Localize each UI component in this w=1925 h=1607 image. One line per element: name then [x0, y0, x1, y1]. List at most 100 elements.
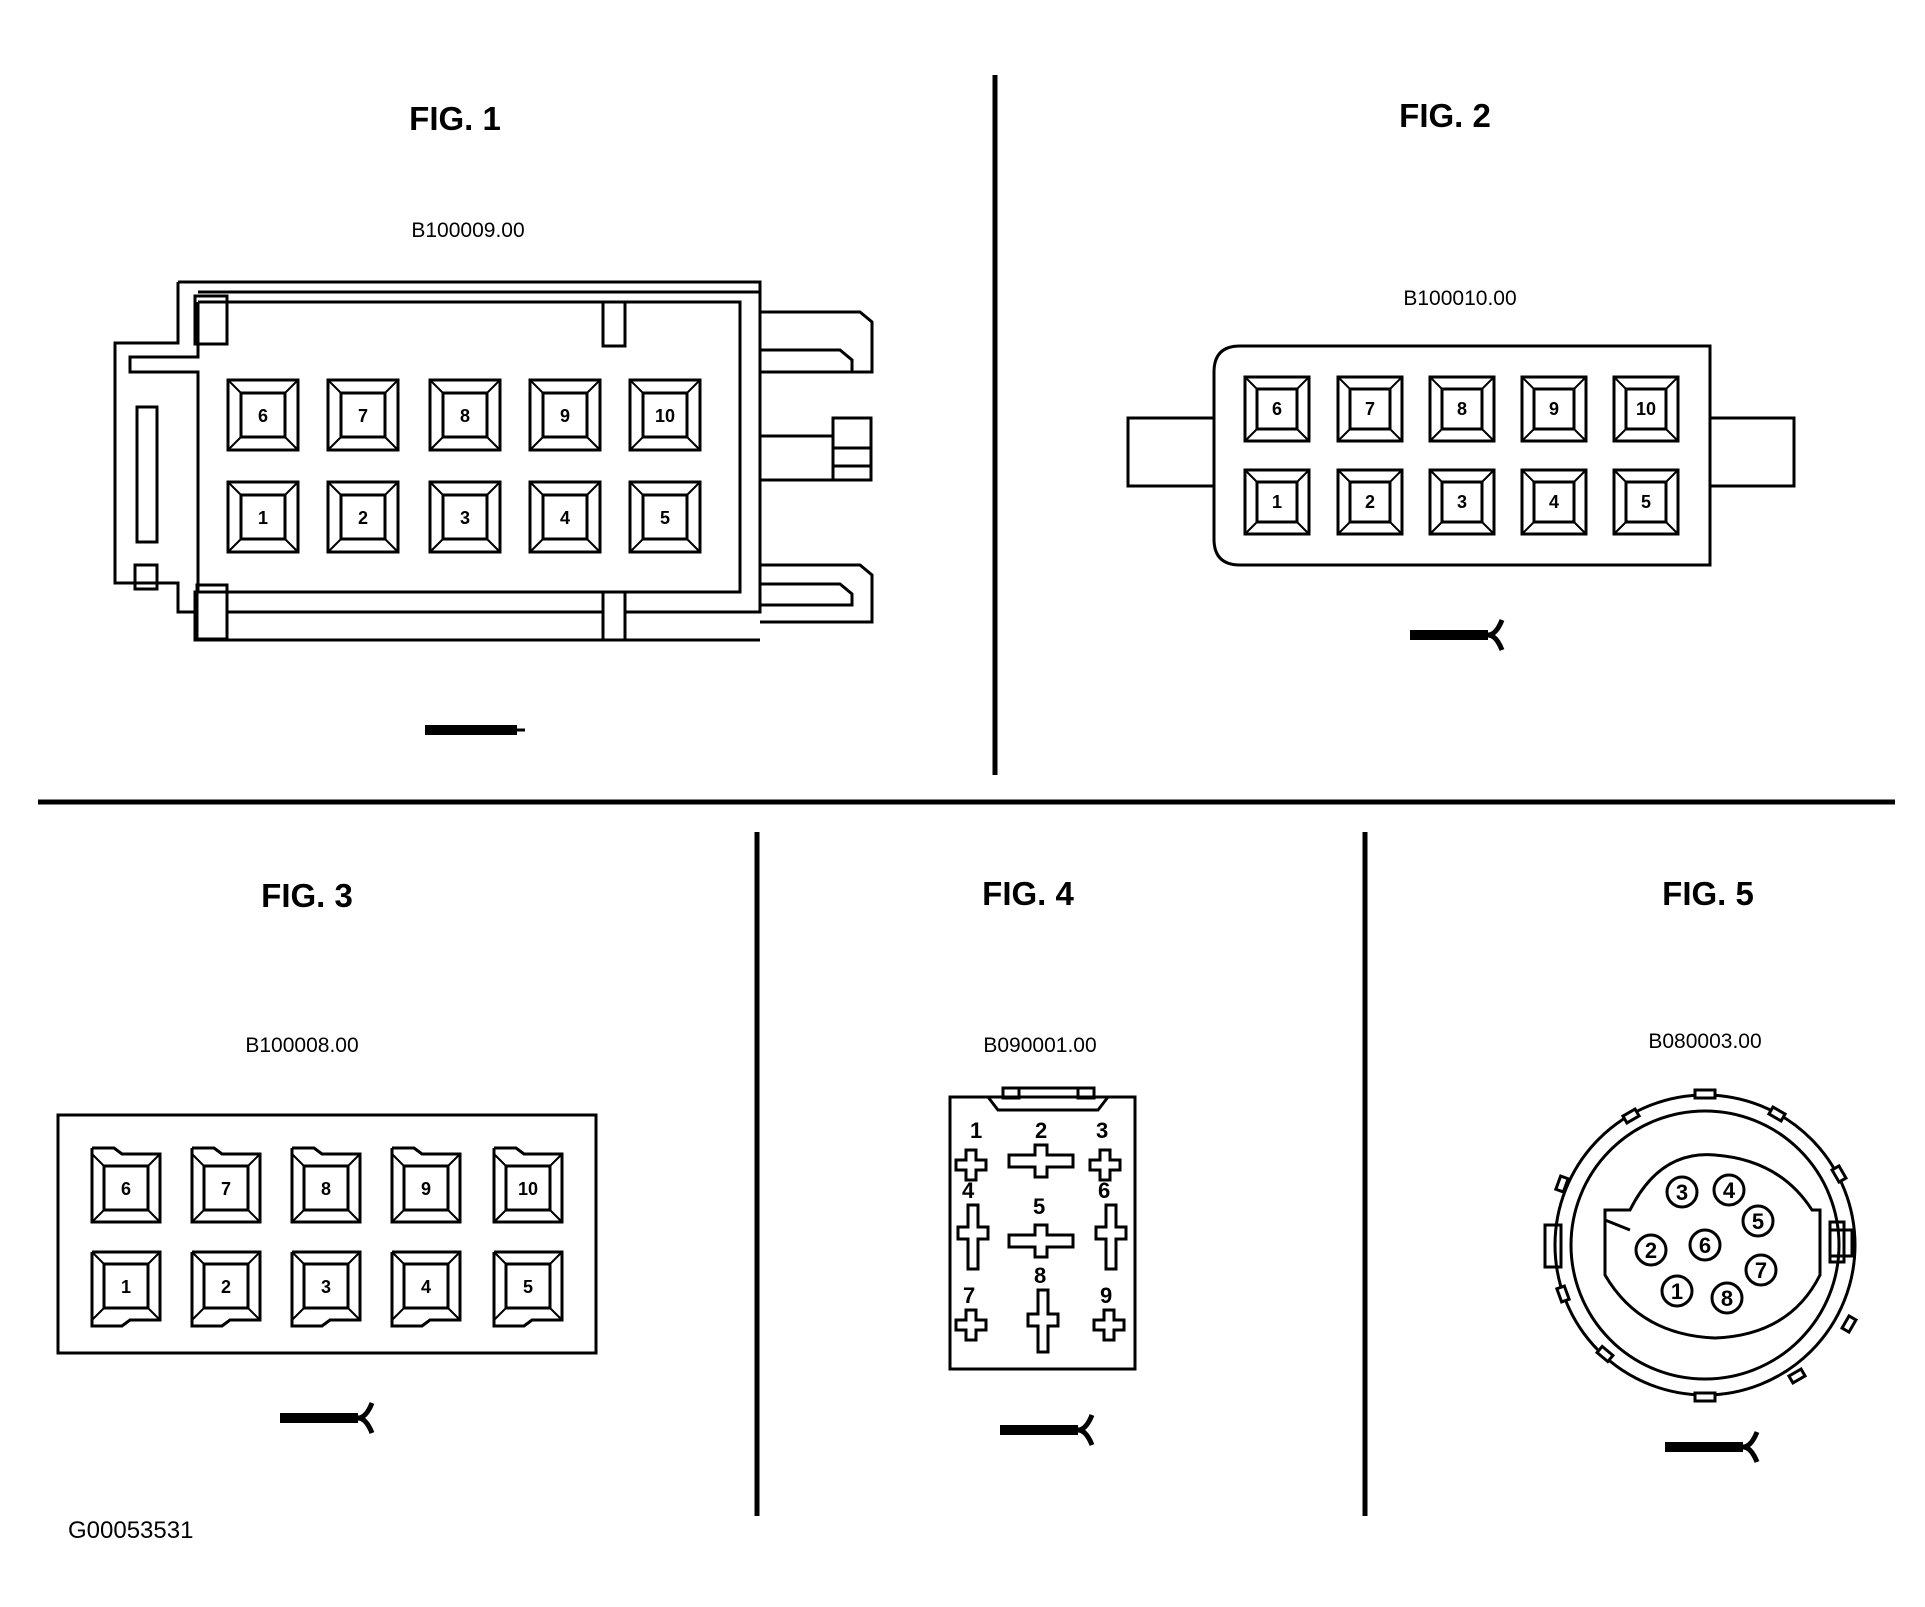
svg-text:8: 8	[1721, 1286, 1733, 1311]
fig2-pin-6: 6	[1243, 375, 1311, 443]
svg-text:8: 8	[1457, 399, 1467, 419]
fig3-pin-4: 4	[390, 1250, 462, 1328]
figure-3: FIG. 3 B100008.00 6 7	[56, 877, 598, 1434]
svg-text:3: 3	[460, 508, 470, 528]
fig5-connector-housing	[1543, 1088, 1859, 1403]
svg-text:3: 3	[1457, 492, 1467, 512]
fig3-view-indicator-icon	[280, 1402, 375, 1434]
svg-text:6: 6	[1098, 1178, 1110, 1203]
fig3-title: FIG. 3	[261, 877, 353, 914]
fig5-pin-1: 1	[1660, 1274, 1694, 1308]
svg-text:9: 9	[1549, 399, 1559, 419]
fig1-pin-7: 7	[326, 378, 400, 452]
svg-text:7: 7	[1365, 399, 1375, 419]
fig1-pin-4: 4	[528, 480, 602, 554]
svg-text:5: 5	[1033, 1194, 1045, 1219]
fig1-connector-housing	[113, 280, 874, 642]
svg-text:6: 6	[258, 406, 268, 426]
fig1-pin-10: 10	[628, 378, 702, 452]
svg-text:4: 4	[1723, 1178, 1736, 1203]
fig3-pin-9: 9	[390, 1146, 462, 1224]
fig3-pin-5: 5	[492, 1250, 564, 1328]
fig4-view-indicator-icon	[1000, 1414, 1095, 1446]
fig4-pin-6: 6	[1094, 1178, 1128, 1271]
fig5-pin-3: 3	[1665, 1175, 1699, 1209]
fig2-pin-1: 1	[1243, 468, 1311, 536]
figure-1: FIG. 1 B100009.00	[113, 100, 874, 735]
fig5-pin-2: 2	[1634, 1233, 1668, 1267]
svg-text:9: 9	[421, 1179, 431, 1199]
fig3-pin-3: 3	[290, 1250, 362, 1328]
fig5-part-code: B080003.00	[1648, 1030, 1761, 1053]
svg-text:5: 5	[660, 508, 670, 528]
fig2-pin-7: 7	[1336, 375, 1404, 443]
svg-text:2: 2	[1035, 1118, 1047, 1143]
svg-text:5: 5	[523, 1277, 533, 1297]
fig3-pin-7: 7	[190, 1146, 262, 1224]
svg-text:1: 1	[1671, 1279, 1683, 1304]
svg-text:2: 2	[221, 1277, 231, 1297]
fig1-view-indicator-icon	[425, 725, 525, 735]
svg-text:4: 4	[1549, 492, 1559, 512]
fig2-view-indicator-icon	[1410, 619, 1505, 651]
fig5-pin-5: 5	[1741, 1204, 1775, 1238]
figure-4: FIG. 4 B090001.00 1 2 3	[948, 875, 1137, 1446]
fig4-connector-housing	[948, 1086, 1137, 1371]
fig5-pins: 1 2 3 4 5 6 7	[1634, 1173, 1778, 1315]
fig3-pin-8: 8	[290, 1146, 362, 1224]
fig2-part-code: B100010.00	[1403, 287, 1516, 310]
fig1-top-pins: 6 7 8 9	[226, 378, 702, 452]
fig2-pin-5: 5	[1612, 468, 1680, 536]
fig2-connector-housing	[1126, 344, 1796, 567]
svg-text:4: 4	[962, 1178, 975, 1203]
panel-dividers	[38, 75, 1895, 1516]
fig5-title: FIG. 5	[1662, 875, 1754, 912]
fig5-pin-8: 8	[1710, 1281, 1744, 1315]
fig3-pin-1: 1	[90, 1250, 162, 1328]
svg-text:9: 9	[560, 406, 570, 426]
fig4-pin-2: 2	[1007, 1118, 1075, 1179]
svg-text:6: 6	[1699, 1233, 1711, 1258]
fig4-title: FIG. 4	[982, 875, 1074, 912]
fig2-pin-4: 4	[1520, 468, 1588, 536]
reference-code: G00053531	[68, 1517, 193, 1544]
svg-text:8: 8	[460, 406, 470, 426]
fig4-pin-1: 1	[954, 1118, 988, 1182]
svg-text:7: 7	[963, 1283, 975, 1308]
fig1-pin-2: 2	[326, 480, 400, 554]
fig5-pin-6: 6	[1688, 1228, 1722, 1262]
fig2-pin-9: 9	[1520, 375, 1588, 443]
svg-text:1: 1	[258, 508, 268, 528]
fig1-bottom-pins: 1 2 3 4	[226, 480, 702, 554]
fig1-pin-6: 6	[226, 378, 300, 452]
fig5-pin-7: 7	[1744, 1253, 1778, 1287]
fig1-pin-8: 8	[428, 378, 502, 452]
svg-text:6: 6	[1272, 399, 1282, 419]
fig1-pin-5: 5	[628, 480, 702, 554]
fig4-pin-9: 9	[1092, 1283, 1126, 1342]
fig1-pin-9: 9	[528, 378, 602, 452]
svg-text:2: 2	[1365, 492, 1375, 512]
svg-text:8: 8	[321, 1179, 331, 1199]
svg-text:4: 4	[560, 508, 570, 528]
fig2-bottom-pins: 1 2 3 4	[1243, 468, 1680, 536]
figure-2: FIG. 2 B100010.00 6 7	[1126, 97, 1796, 651]
fig1-title: FIG. 1	[409, 100, 501, 137]
fig2-title: FIG. 2	[1399, 97, 1491, 134]
fig2-top-pins: 6 7 8 9	[1243, 375, 1680, 443]
fig4-pin-3: 3	[1088, 1118, 1122, 1182]
fig4-pin-5: 5	[1007, 1194, 1075, 1259]
fig1-part-code: B100009.00	[411, 219, 524, 242]
svg-text:5: 5	[1752, 1209, 1764, 1234]
svg-text:10: 10	[655, 406, 675, 426]
fig2-pin-10: 10	[1612, 375, 1680, 443]
fig2-pin-3: 3	[1428, 468, 1496, 536]
svg-text:1: 1	[970, 1118, 982, 1143]
fig1-pin-1: 1	[226, 480, 300, 554]
svg-text:7: 7	[1755, 1258, 1767, 1283]
svg-text:4: 4	[421, 1277, 431, 1297]
fig3-part-code: B100008.00	[245, 1034, 358, 1057]
svg-text:3: 3	[1096, 1118, 1108, 1143]
svg-text:5: 5	[1641, 492, 1651, 512]
